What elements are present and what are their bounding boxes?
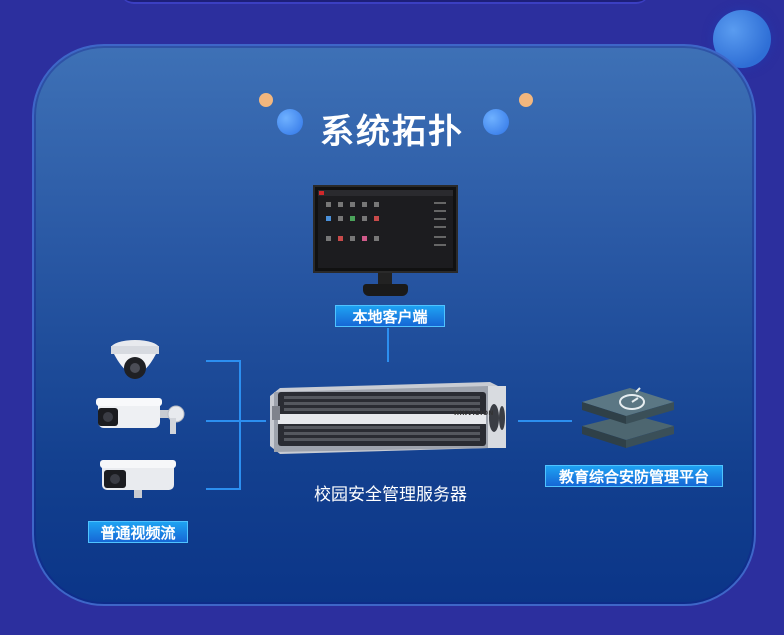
server-label: 校园安全管理服务器 <box>314 485 467 505</box>
camera-connector-middle <box>206 420 266 422</box>
top-banner-edge <box>120 0 650 4</box>
blue-dot-left <box>277 109 303 135</box>
orange-dot-right <box>519 93 533 107</box>
dome-camera-icon <box>108 338 162 390</box>
platform-icon <box>582 382 674 458</box>
server-brand: HIKVISION <box>454 410 494 417</box>
camera-bracket-vertical <box>239 360 241 490</box>
server-icon <box>270 378 510 464</box>
box-camera-icon <box>98 458 178 504</box>
blue-dot-right <box>483 109 509 135</box>
server-platform-connector <box>518 420 572 422</box>
cameras-label: 普通视频流 <box>88 521 188 543</box>
page-title: 系统拓扑 <box>320 112 464 152</box>
platform-label: 教育综合安防管理平台 <box>545 465 723 487</box>
bullet-camera-icon <box>92 396 188 442</box>
camera-connector-top <box>206 360 240 362</box>
orange-dot-left <box>259 93 273 107</box>
camera-connector-bottom <box>206 488 240 490</box>
client-label: 本地客户端 <box>335 305 445 327</box>
client-server-connector <box>387 328 389 362</box>
